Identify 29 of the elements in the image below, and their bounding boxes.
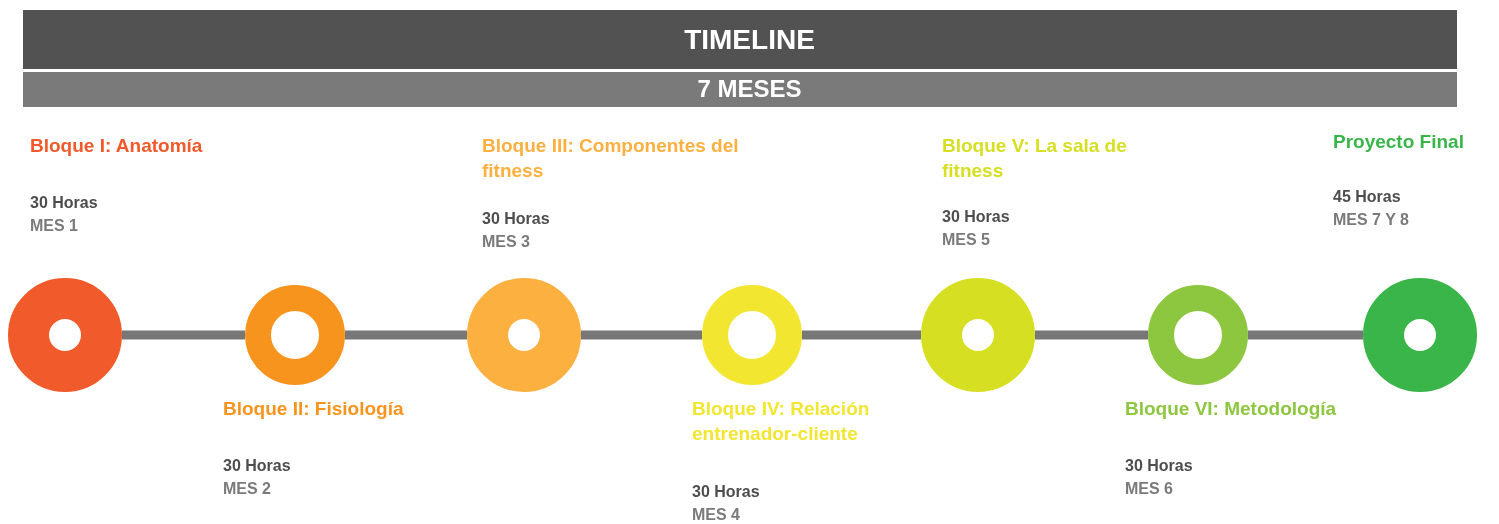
subtitle: 7 MESES [697,75,802,102]
block-heading: Bloque IV: Relación entrenador-cliente [692,397,871,446]
block-heading: Proyecto Final [1333,130,1465,154]
connector-line [1248,330,1363,340]
connector-line [581,330,702,340]
block-heading: Bloque III: Componentes del fitness [482,134,740,183]
block-heading: Bloque II: Fisiología [223,397,405,421]
month-text: MES 2 [223,479,272,499]
month-text: MES 7 Y 8 [1333,210,1410,230]
block-heading: Bloque VI: Metodología [1125,397,1338,421]
hours-text: 30 Horas [223,456,292,476]
hours-text: 30 Horas [692,482,761,502]
connector-line [345,330,467,340]
month-text: MES 4 [692,505,741,524]
month-text: MES 5 [942,230,991,250]
month-text: MES 3 [482,232,531,252]
month-text: MES 1 [30,216,79,236]
hours-text: 30 Horas [1125,456,1194,476]
block-heading: Bloque V: La sala de fitness [942,134,1128,183]
hours-text: 30 Horas [30,193,99,213]
block-heading: Bloque I: Anatomía [30,134,204,158]
connector-line [802,330,921,340]
hours-text: 45 Horas [1333,187,1402,207]
title: TIMELINE [684,24,815,55]
hours-text: 30 Horas [482,209,551,229]
connector-line [1035,330,1148,340]
connector-line [122,330,245,340]
hours-text: 30 Horas [942,207,1011,227]
month-text: MES 6 [1125,479,1174,499]
